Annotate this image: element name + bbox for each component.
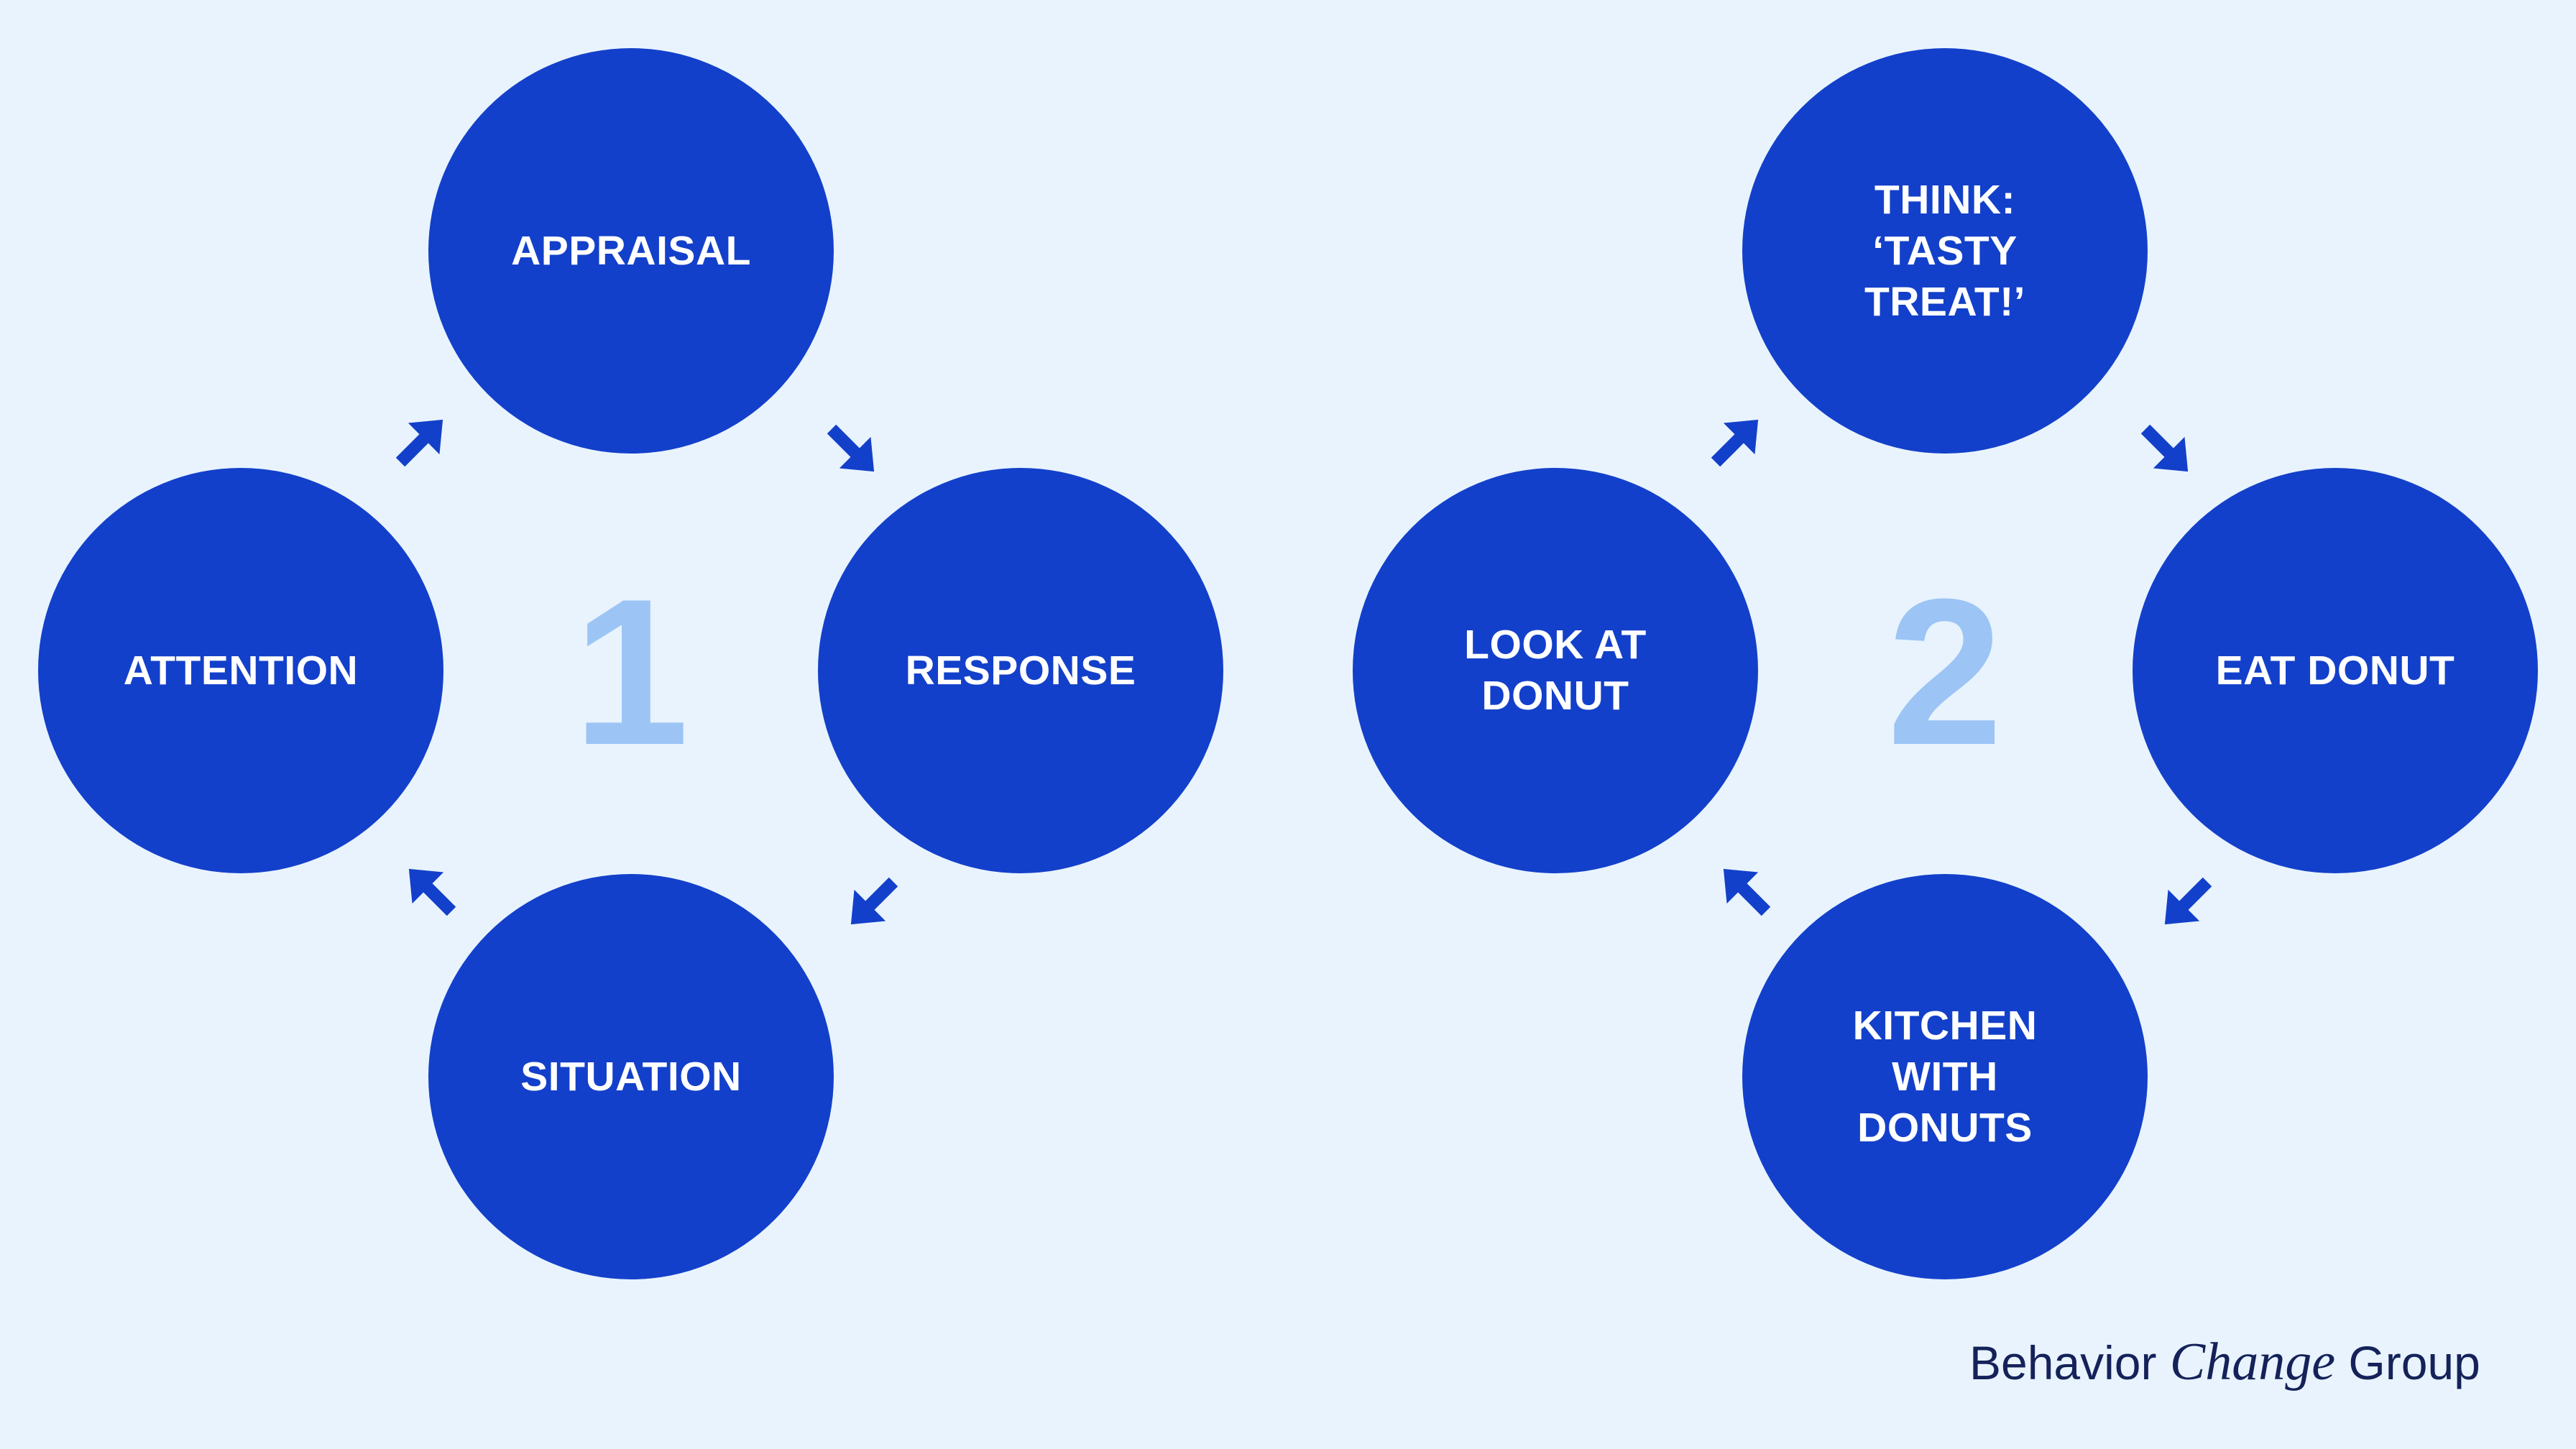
cycle2-node-think: THINK: ‘TASTY TREAT!’ bbox=[1742, 48, 2148, 454]
cycle2-node-eat-donut: EAT DONUT bbox=[2133, 468, 2538, 873]
cycle1-node-attention-label: ATTENTION bbox=[123, 647, 359, 694]
cycle2-node-kitchen-label: KITCHEN WITH DONUTS bbox=[1852, 1002, 2038, 1151]
cycle2-node-look-at-donut: LOOK AT DONUT bbox=[1353, 468, 1758, 873]
cycle2-node-think-label: THINK: ‘TASTY TREAT!’ bbox=[1864, 176, 2026, 325]
cycle2-node-look-at-donut-label: LOOK AT DONUT bbox=[1464, 622, 1647, 719]
cycle1-number: 1 bbox=[573, 556, 689, 788]
cycle1-arrow-down-right-icon bbox=[827, 424, 875, 472]
cycle1-node-response-label: RESPONSE bbox=[905, 647, 1136, 694]
cycle1-node-situation: SITUATION bbox=[428, 874, 834, 1279]
cycle1-arrow-up-left-icon bbox=[408, 868, 456, 916]
brand-logo-behavior: Behavior bbox=[1969, 1336, 2157, 1389]
brand-logo-group: Group bbox=[2348, 1336, 2480, 1389]
cycle2-arrow-up-right-icon bbox=[1711, 419, 1759, 467]
cycle1-arrow-up-right-icon bbox=[395, 419, 443, 467]
cycle1-node-appraisal: APPRAISAL bbox=[428, 48, 834, 454]
cycle1-node-attention: ATTENTION bbox=[38, 468, 443, 873]
cycle2-arrow-down-right-icon bbox=[2140, 424, 2189, 472]
cycle1-node-situation-label: SITUATION bbox=[520, 1053, 742, 1100]
cycle2-arrow-up-left-icon bbox=[1723, 868, 1771, 916]
cycle2-node-eat-donut-label: EAT DONUT bbox=[2215, 647, 2455, 694]
cycle1-arrow-down-left-icon bbox=[850, 877, 898, 925]
cycle2-number: 2 bbox=[1887, 556, 2003, 788]
cycle1-node-appraisal-label: APPRAISAL bbox=[511, 227, 751, 274]
cycle2-node-kitchen: KITCHEN WITH DONUTS bbox=[1742, 874, 2148, 1279]
brand-logo: Behavior Change Group bbox=[1969, 1330, 2516, 1394]
brand-logo-change: Change bbox=[2169, 1333, 2336, 1392]
cycle1-node-response: RESPONSE bbox=[818, 468, 1223, 873]
cycle2-arrow-down-left-icon bbox=[2164, 877, 2212, 925]
